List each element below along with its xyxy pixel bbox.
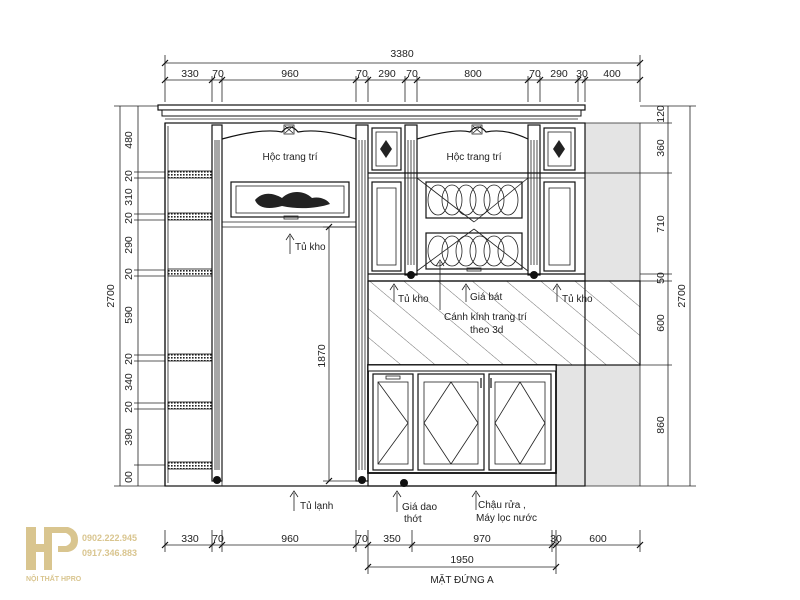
brand-logo (26, 527, 78, 570)
dim-left-12: 00 (123, 471, 135, 483)
dim-left-9: 340 (123, 373, 135, 391)
dim-top-2: 70 (212, 68, 224, 80)
dim-top-8: 70 (529, 68, 541, 80)
dim-right-6: 860 (655, 416, 667, 434)
dim-bottom-6: 970 (473, 533, 491, 545)
label-giabat: Giá bát (470, 292, 502, 303)
label-chaurua-1: Chậu rửa , (478, 499, 526, 511)
upper-center-unit (368, 124, 585, 282)
label-giadao-1: Giá dao (402, 502, 437, 513)
label-chaurua-2: Máy lọc nước (476, 513, 537, 524)
wall-panel-lower (555, 364, 641, 487)
dim-top-4: 70 (356, 68, 368, 80)
fridge-opening (221, 223, 356, 486)
crown-molding (157, 104, 586, 124)
dim-top-10: 30 (576, 68, 588, 80)
dim-left-2: 20 (123, 170, 135, 182)
drawing-title: MẶT ĐỨNG A (430, 573, 494, 586)
dim-left-4: 20 (123, 212, 135, 224)
label-canhkinh-2: theo 3d (470, 325, 503, 336)
dim-left-total: 2700 (105, 284, 117, 308)
dim-fridge-height: 1870 (316, 344, 328, 368)
dim-top-1: 330 (181, 68, 199, 80)
bottom-dimension-ticks (161, 541, 644, 571)
dim-left-10: 20 (123, 401, 135, 413)
top-dimension-values: 330 70 960 70 290 70 800 70 290 30 400 (181, 68, 621, 80)
right-dimension-values: 120 360 710 50 600 860 (655, 105, 667, 434)
brand-name: NỘI THẤT HPRO (26, 573, 82, 583)
backsplash-glass (367, 280, 641, 366)
bottom-dimension-values: 330 70 960 70 350 970 30 600 (181, 533, 607, 545)
column-center-right (404, 124, 418, 279)
dim-left-6: 20 (123, 268, 135, 280)
dim-top-9: 290 (550, 68, 568, 80)
dim-bottom-1: 330 (181, 533, 199, 545)
dim-left-1: 480 (123, 131, 135, 149)
dim-left-7: 590 (123, 306, 135, 324)
dim-total-width: 3380 (390, 48, 414, 60)
dim-top-6: 70 (406, 68, 418, 80)
dim-left-8: 20 (123, 353, 135, 365)
top-dimension-ticks (161, 59, 644, 84)
dim-left-3: 310 (123, 188, 135, 206)
dim-right-total: 2700 (676, 284, 688, 308)
dim-top-3: 960 (281, 68, 299, 80)
dim-top-5: 290 (378, 68, 396, 80)
brand-phone-2: 0917.346.883 (82, 548, 137, 558)
column-center-left (355, 124, 369, 484)
bottom-dimension-lines (164, 530, 641, 574)
left-dimension-values: 480 20 310 20 290 20 590 20 340 20 390 0… (123, 131, 135, 483)
dim-right-1: 120 (655, 105, 667, 123)
dim-bottom-4: 70 (356, 533, 368, 545)
fridge-top-box (221, 124, 357, 228)
dim-right-4: 50 (655, 272, 667, 284)
dim-right-3: 710 (655, 215, 667, 233)
dim-left-5: 290 (123, 236, 135, 254)
label-tukho-3: Tủ kho (562, 293, 593, 305)
dim-top-11: 400 (603, 68, 621, 80)
label-tukho-1: Tủ kho (295, 241, 326, 253)
dim-bottom-sub: 1950 (450, 554, 474, 566)
top-dimension-lines (164, 55, 641, 102)
label-tukho-2: Tủ kho (398, 293, 429, 305)
leader-arrows (285, 233, 562, 512)
label-tulanh: Tủ lạnh (300, 500, 333, 512)
column-right (527, 124, 541, 279)
label-hoc-1: Hộc trang trí (262, 152, 317, 163)
left-shelf-unit (164, 123, 213, 486)
dim-left-11: 390 (123, 428, 135, 446)
dim-bottom-2: 70 (212, 533, 224, 545)
dim-bottom-8: 600 (589, 533, 607, 545)
right-dimension-lines (640, 105, 696, 487)
brand-phone-1: 0902.222.945 (82, 533, 137, 543)
left-dimension-lines (114, 105, 165, 487)
dim-bottom-3: 960 (281, 533, 299, 545)
dim-bottom-5: 350 (383, 533, 401, 545)
dim-right-5: 600 (655, 314, 667, 332)
dim-bottom-7: 30 (550, 533, 562, 545)
label-giadao-2: thớt (404, 514, 422, 525)
dim-right-2: 360 (655, 139, 667, 157)
lower-cabinets (367, 364, 557, 487)
label-hoc-2: Hộc trang trí (446, 152, 501, 163)
dim-top-7: 800 (464, 68, 482, 80)
wall-panel-upper (584, 122, 641, 282)
label-canhkinh-1: Cánh kính trang trí (444, 312, 527, 323)
column-left (211, 124, 223, 484)
